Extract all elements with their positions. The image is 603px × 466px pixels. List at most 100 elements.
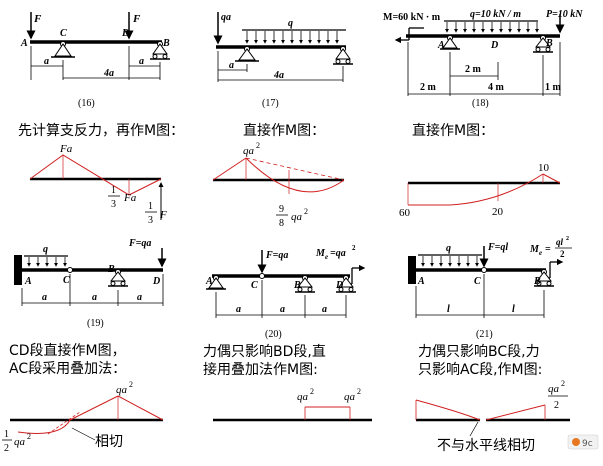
moment-dashed-line xyxy=(245,157,345,181)
label-a: A xyxy=(24,276,32,287)
label-c: C xyxy=(474,276,481,287)
panel-19: q F=qa A C B D a a a (19) CD段直接作M图， AC段采… xyxy=(2,238,167,454)
frac2-den: 3 xyxy=(148,215,153,226)
svg-text:e: e xyxy=(539,249,542,257)
panel-number-16: (16) xyxy=(78,98,95,109)
moment-parabola xyxy=(415,399,481,421)
caption-19-line1: CD段直接作M图， xyxy=(9,342,126,359)
label-a: A xyxy=(20,38,28,49)
peak-label: qa xyxy=(243,145,255,157)
label-d: D xyxy=(335,280,343,291)
panel-20: F=qa M e =qa 2 A xyxy=(203,244,372,422)
couple-label: M e = ql 2 2 xyxy=(529,236,572,259)
label-d: D xyxy=(121,28,129,39)
half-exp: 2 xyxy=(27,432,31,441)
label-b: B xyxy=(107,264,115,275)
force-label: F=qa xyxy=(128,238,151,249)
roller-support-d xyxy=(336,275,356,293)
moment-v2: qa xyxy=(344,391,356,403)
moment-line xyxy=(212,157,247,181)
dim-2: a xyxy=(92,292,97,303)
dim-left: a xyxy=(229,60,234,71)
moment-peak-label: Fa xyxy=(59,143,73,155)
svg-text:ql: ql xyxy=(556,237,564,247)
caption-17: 直接作M图： xyxy=(243,122,325,139)
hinge-c xyxy=(259,273,265,279)
force-label-right: F xyxy=(132,13,141,25)
pin-support-c xyxy=(51,41,75,58)
frac-den: 8 xyxy=(279,218,284,229)
moment-parabola xyxy=(17,419,71,434)
frac-exp: 2 xyxy=(304,207,308,216)
dim-3: a xyxy=(322,304,327,315)
dim-left: 2 m xyxy=(420,82,437,93)
distributed-load xyxy=(444,20,539,33)
dim-1: l xyxy=(447,304,450,315)
caption-18: 直接作M图： xyxy=(412,122,494,139)
label-c: C xyxy=(63,275,70,286)
roller-support-b xyxy=(295,275,315,293)
dim-2: a xyxy=(280,304,285,315)
fixed-wall xyxy=(14,255,22,285)
caption-19-line2: AC段采用叠加法： xyxy=(9,361,126,377)
dim-right: a xyxy=(139,56,144,67)
dim-2: l xyxy=(512,304,515,315)
dim-1: a xyxy=(236,304,241,315)
label-a: A xyxy=(205,276,213,287)
label-b: B xyxy=(293,280,301,291)
dim-1: a xyxy=(42,292,47,303)
moment-den: 2 xyxy=(554,400,559,411)
frac-num: 9 xyxy=(279,204,284,215)
panel-number-18: (18) xyxy=(472,98,489,109)
logo-icon xyxy=(572,438,580,446)
moment-v1: qa xyxy=(297,391,309,403)
load-label: q xyxy=(288,18,293,29)
panel-17: qa q xyxy=(212,12,353,229)
caption-21-line1: 力偶只影响BC段,力 xyxy=(418,344,540,360)
moment-right-value: 10 xyxy=(538,162,550,174)
panel-21: q F=ql M e = ql 2 2 A C B xyxy=(408,236,572,454)
caption-20-line1: 力偶只影响BD段,直 xyxy=(203,343,326,360)
pin-support-left xyxy=(235,46,259,62)
panel-number-17: (17) xyxy=(262,98,279,109)
label-a: A xyxy=(437,40,445,51)
moment-v2-exp: 2 xyxy=(357,387,361,396)
pin-support-a xyxy=(206,275,226,290)
svg-text:M: M xyxy=(315,248,326,259)
watermark: 9c xyxy=(567,434,599,450)
moment-v1-exp: 2 xyxy=(310,387,314,396)
caption-16: 先计算支反力，再作M图： xyxy=(18,123,184,139)
panel-number-20: (20) xyxy=(265,329,282,340)
dim-total: 4a xyxy=(273,70,284,81)
frac2-num: 1 xyxy=(148,201,153,212)
couple-label: M e =qa 2 xyxy=(315,244,356,261)
dim-left: a xyxy=(44,56,49,67)
panel-number-19: (19) xyxy=(87,318,104,329)
svg-text:e: e xyxy=(325,253,328,261)
peak-label: qa xyxy=(116,384,128,396)
not-tangent-note: 不与水平线相切 xyxy=(437,438,535,454)
roller-support-b xyxy=(533,35,553,53)
moment-value: qa xyxy=(548,383,560,395)
dim-span: 4 m xyxy=(488,82,505,93)
label-b: B xyxy=(545,38,553,49)
panel-number-21: (21) xyxy=(476,329,493,340)
load-label: q xyxy=(43,244,48,255)
distributed-load xyxy=(24,255,68,267)
force-label: P=10 kN xyxy=(546,9,583,20)
frac-tail: Fa xyxy=(123,192,137,204)
load-label: q xyxy=(446,243,451,254)
dim-right: 1 m xyxy=(545,82,562,93)
frac2-tail: F xyxy=(159,209,167,221)
svg-text:=: = xyxy=(545,244,551,255)
label-a: A xyxy=(417,276,425,287)
distributed-load xyxy=(418,254,482,267)
hinge-c xyxy=(481,267,487,273)
label-d: D xyxy=(152,276,160,287)
svg-text:2: 2 xyxy=(352,244,356,252)
svg-text:2: 2 xyxy=(560,249,565,259)
panel-16: F F A C D B a 4a a (16) 先计算支反 xyxy=(18,12,184,226)
panel-18: M=60 kN · m q=10 kN / m P=10 kN xyxy=(383,9,583,219)
force-label-left: F xyxy=(33,13,42,25)
force-label: F=ql xyxy=(487,242,508,253)
